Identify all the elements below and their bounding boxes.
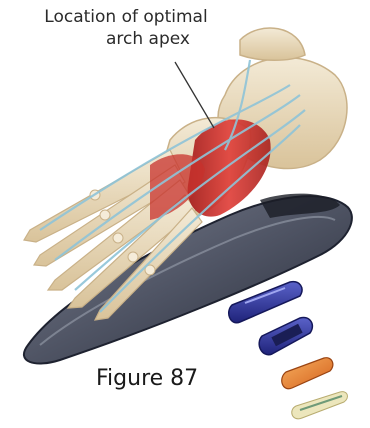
pad-orange <box>282 358 333 389</box>
pad-cream <box>292 392 348 419</box>
annotation-line-2: arch apex <box>28 28 224 50</box>
annotation-label: Location of optimal arch apex <box>28 6 224 50</box>
annotation-line-1: Location of optimal <box>28 6 224 28</box>
pad-blue-block <box>259 317 312 354</box>
figure-caption: Figure 87 <box>96 366 246 391</box>
annotation-leader-line <box>175 62 214 128</box>
orthotic-pads <box>229 282 348 419</box>
